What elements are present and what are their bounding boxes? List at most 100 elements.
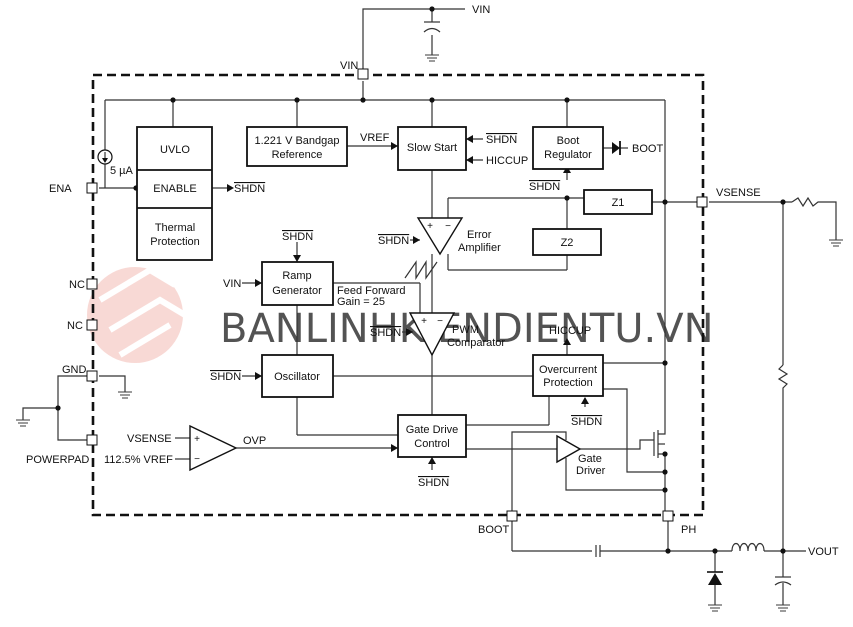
arrow-icon (466, 135, 473, 143)
svg-text:+: + (194, 434, 200, 445)
shdn-slow-start: SHDN (486, 134, 517, 146)
gate-driver-label-2: Driver (576, 465, 606, 477)
arrow-icon (391, 142, 398, 150)
arrowheads (227, 135, 589, 464)
svg-text:Reference: Reference (272, 149, 323, 161)
svg-text:Control: Control (414, 438, 449, 450)
svg-text:Slow Start: Slow Start (407, 142, 457, 154)
svg-text:−: − (437, 316, 443, 327)
svg-text:Oscillator: Oscillator (274, 371, 320, 383)
pin-nc1 (86, 278, 98, 290)
svg-text:Gate Drive: Gate Drive (406, 424, 459, 436)
pin-nc2 (86, 319, 98, 331)
arrow-icon (413, 236, 420, 244)
arrow-icon (428, 457, 436, 464)
vin-pin-label: VIN (340, 60, 358, 72)
schottky-diode-icon (707, 571, 723, 585)
svg-text:Boot: Boot (557, 135, 580, 147)
uvlo-enable-thermal-stack: UVLO ENABLE Thermal Protection (136, 126, 213, 261)
ena-label: ENA (49, 183, 72, 195)
pin-ph (662, 510, 674, 522)
svg-text:Generator: Generator (272, 285, 322, 297)
error-amplifier: + − (416, 217, 464, 256)
vref-label: VREF (360, 132, 390, 144)
current-source-label: 5 µA (110, 165, 134, 177)
shdn-oscillator: SHDN (210, 371, 241, 383)
pin-ena (86, 182, 98, 194)
ovp-label: OVP (243, 435, 266, 447)
vout-label: VOUT (808, 546, 839, 558)
current-source-icon (97, 149, 113, 165)
svg-text:+: + (427, 221, 433, 232)
boot-output-label: BOOT (632, 143, 663, 155)
pwm-label-2: Comparator (447, 337, 505, 349)
labels: VIN VIN VREF SHDN HICCUP BOOT SHDN ENA 5… (26, 4, 839, 558)
vin-ramp-label: VIN (223, 278, 241, 290)
vref-ovp-label: 112.5% VREF (104, 454, 173, 466)
shdn-overcurrent: SHDN (571, 416, 602, 428)
ovp-comparator: + − (189, 424, 238, 472)
enable-label: ENABLE (153, 183, 196, 195)
vin-top-label: VIN (472, 4, 490, 16)
pwm-label-1: PWM (452, 324, 479, 336)
feed-forward-label-2: Gain = 25 (337, 296, 385, 308)
uvlo-label: UVLO (160, 144, 190, 156)
svg-text:Z2: Z2 (561, 237, 574, 249)
shdn-error-amp: SHDN (378, 235, 409, 247)
shdn-ramp: SHDN (282, 231, 313, 243)
ramp-generator-block: Ramp Generator (261, 261, 334, 306)
error-amp-label-2: Amplifier (458, 242, 501, 254)
svg-text:Overcurrent: Overcurrent (539, 364, 597, 376)
ph-pin-label: PH (681, 524, 696, 536)
arrow-icon (466, 156, 473, 164)
feed-forward-label-1: Feed Forward (337, 285, 405, 297)
watermark-logo-icon (87, 266, 187, 363)
arrow-icon (391, 444, 398, 452)
nc2-label: NC (67, 320, 83, 332)
arrow-icon (563, 338, 571, 345)
svg-text:Z1: Z1 (612, 197, 625, 209)
arrow-icon (255, 372, 262, 380)
shdn-enable-out: SHDN (234, 183, 265, 195)
error-amp-label-1: Error (467, 229, 492, 241)
svg-text:Protection: Protection (543, 377, 593, 389)
pwm-comparator: + − (408, 312, 456, 357)
svg-text:Regulator: Regulator (544, 149, 592, 161)
gate-drive-control-block: Gate Drive Control (397, 414, 467, 458)
pin-boot (506, 510, 518, 522)
vsense-ovp-label: VSENSE (127, 433, 172, 445)
hiccup-oc-label: HICCUP (549, 325, 591, 337)
pin-powerpad (86, 434, 98, 446)
svg-text:Ramp: Ramp (282, 270, 311, 282)
shdn-gate-drive: SHDN (418, 477, 449, 489)
watermark-text: BANLINHKIENDIENTU.VN (220, 306, 714, 352)
boot-pin-label: BOOT (478, 524, 509, 536)
bandgap-reference-block: 1.221 V Bandgap Reference (246, 126, 348, 167)
slow-start-block: Slow Start (397, 126, 467, 171)
svg-text:+: + (421, 316, 427, 327)
boot-regulator-block: Boot Regulator (532, 126, 604, 170)
z2-block: Z2 (532, 228, 602, 256)
watermark: BANLINHKIENDIENTU.VN (87, 266, 714, 363)
wiring (16, 8, 843, 612)
gate-driver-buffer (556, 434, 582, 464)
hiccup-slow-start: HICCUP (486, 155, 528, 167)
overcurrent-protection-block: Overcurrent Protection (532, 354, 604, 397)
arrow-icon (406, 328, 413, 336)
arrow-icon (255, 279, 262, 287)
arrow-icon (227, 184, 234, 192)
svg-text:1.221 V Bandgap: 1.221 V Bandgap (254, 135, 339, 147)
arrow-icon (581, 397, 589, 404)
nc1-label: NC (69, 279, 85, 291)
z1-block: Z1 (583, 189, 653, 215)
svg-text:−: − (445, 221, 451, 232)
pin-vsense (696, 196, 708, 208)
ic-outline (91, 73, 705, 517)
arrow-icon (293, 255, 301, 262)
pin-vin (357, 68, 369, 80)
boot-diode-icon (612, 141, 621, 155)
thermal-label-1: Thermal (155, 222, 195, 234)
junctions (55, 6, 786, 554)
oscillator-block: Oscillator (261, 354, 334, 398)
